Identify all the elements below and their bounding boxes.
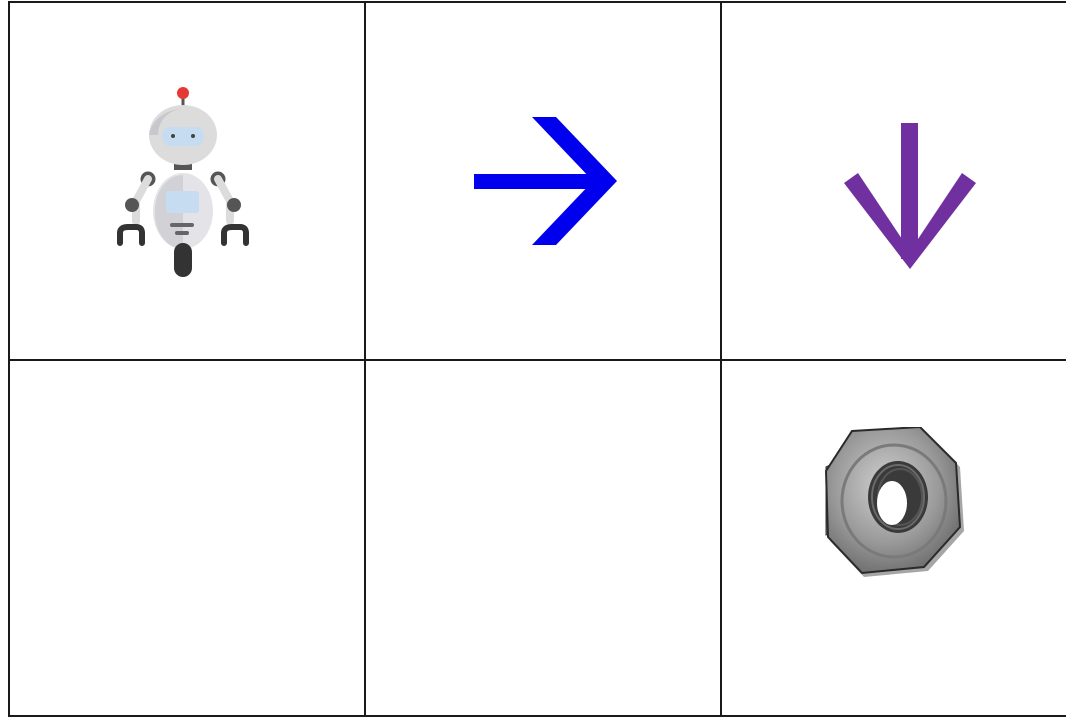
grid-cell-0-0[interactable] [8,1,364,359]
robot-icon [114,83,254,279]
grid-cell-1-0[interactable] [8,359,364,717]
grid-cell-1-1[interactable] [364,359,720,717]
game-board [8,1,1066,717]
hex-nut-icon [824,427,964,577]
grid-cell-0-1[interactable] [364,1,720,359]
grid-cell-0-2[interactable] [720,1,1066,359]
grid-cell-1-2[interactable] [720,359,1066,717]
arrow-right-icon [474,117,619,247]
arrow-down-icon [844,123,976,271]
